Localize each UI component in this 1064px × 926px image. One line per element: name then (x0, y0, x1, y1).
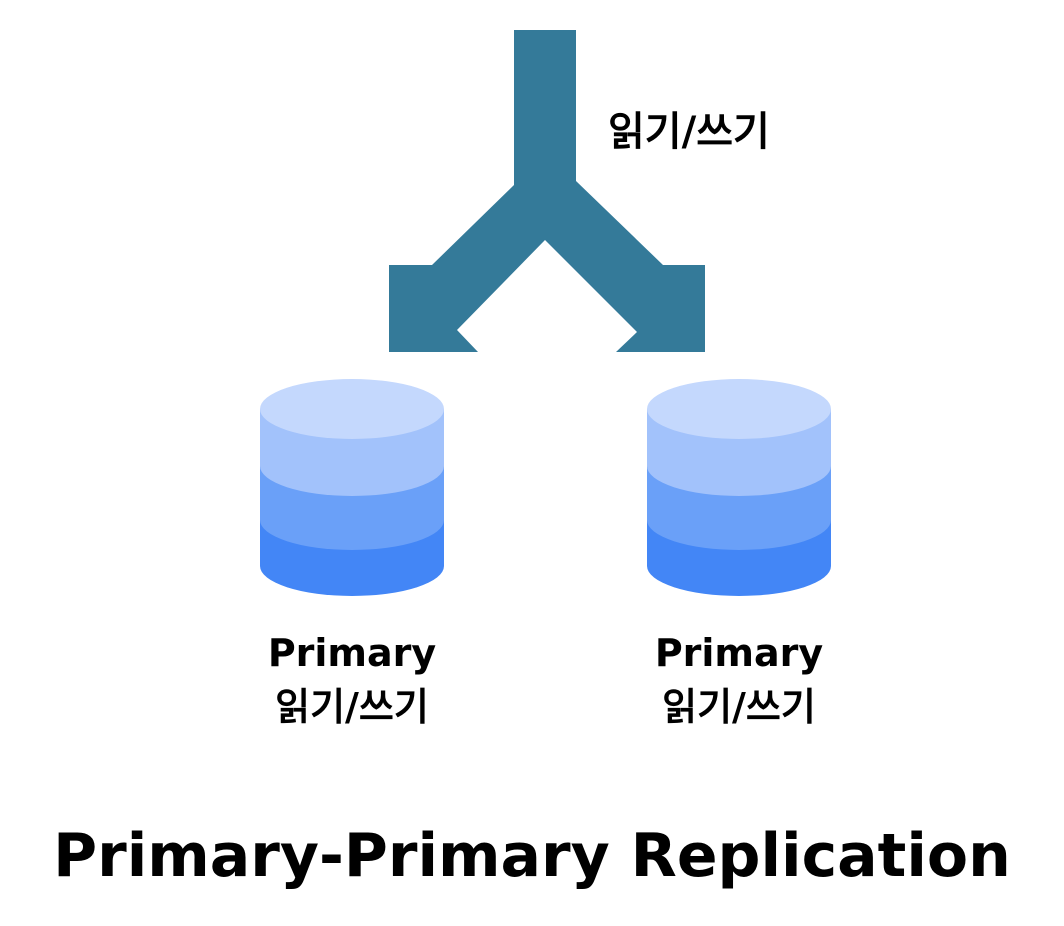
diagram-title: Primary-Primary Replication (53, 821, 1011, 891)
arrow-label: 읽기/쓰기 (608, 109, 770, 155)
database-right-label: Primary 읽기/쓰기 (609, 626, 869, 734)
database-left-role: Primary (267, 631, 437, 675)
database-right-icon (647, 379, 831, 596)
database-left-icon (260, 379, 444, 596)
database-left-access: 읽기/쓰기 (275, 685, 429, 729)
database-right-access: 읽기/쓰기 (662, 685, 816, 729)
database-right-role: Primary (654, 631, 824, 675)
split-arrow-icon (389, 30, 705, 352)
database-left-label: Primary 읽기/쓰기 (222, 626, 482, 734)
